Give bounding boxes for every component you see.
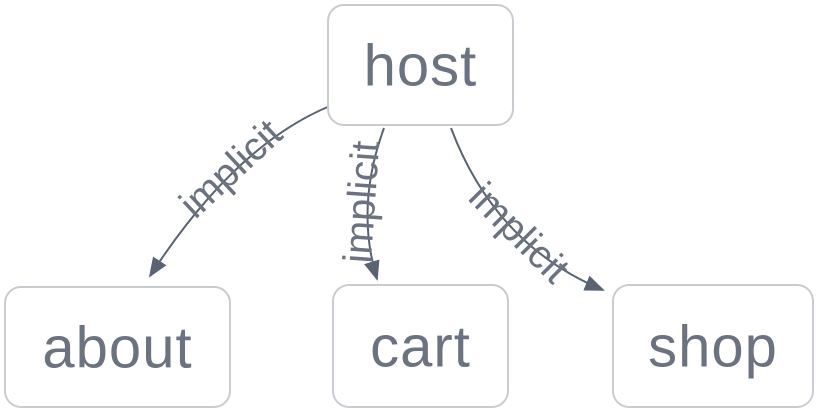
edge-path-host-shop xyxy=(450,127,605,291)
node-shop-box xyxy=(612,284,814,408)
edge-path-host-cart xyxy=(364,127,385,281)
edge-host-cart: implicit xyxy=(336,127,388,281)
node-about: about xyxy=(4,286,231,408)
edge-label-host-cart: implicit xyxy=(336,139,388,264)
edge-path-host-about xyxy=(148,105,331,278)
node-cart: cart xyxy=(332,284,509,408)
node-host: host xyxy=(327,4,514,126)
node-about-label: about xyxy=(42,316,192,381)
edge-label-host-shop: implicit xyxy=(460,174,578,292)
node-host-label: host xyxy=(364,34,478,99)
edge-label-host-about: implicit xyxy=(171,111,290,227)
node-cart-label: cart xyxy=(370,315,471,380)
node-shop: shop xyxy=(612,284,814,408)
node-about-box xyxy=(4,286,231,408)
node-shop-label: shop xyxy=(648,315,778,380)
node-host-box xyxy=(327,4,514,126)
edge-host-shop: implicit xyxy=(450,127,605,292)
edge-host-about: implicit xyxy=(148,105,331,278)
node-cart-box xyxy=(332,284,509,408)
